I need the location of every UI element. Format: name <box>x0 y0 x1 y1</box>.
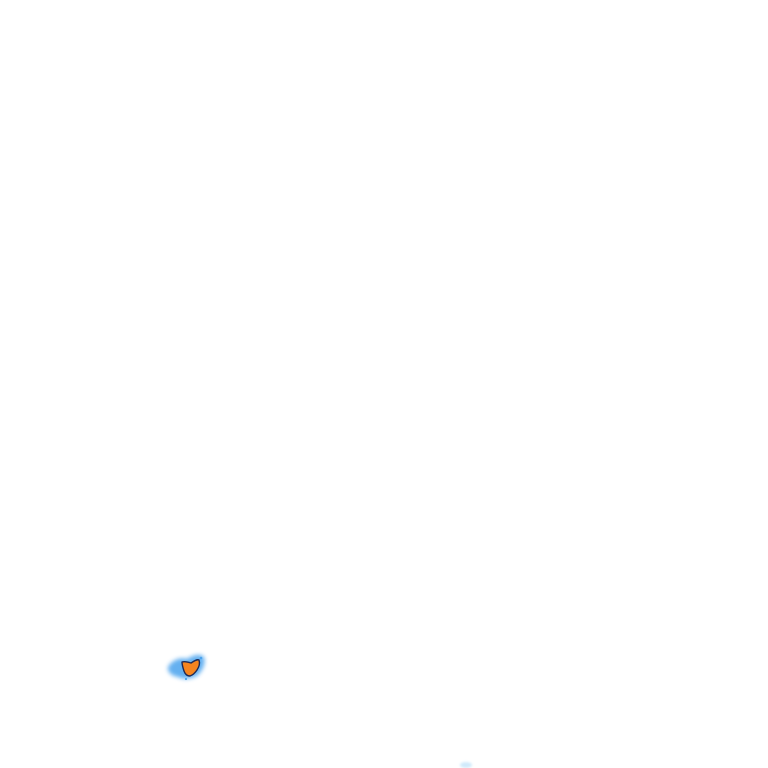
tasmania-islet <box>199 656 203 660</box>
tasmania-islet <box>184 677 188 681</box>
southern-shoal <box>460 762 472 768</box>
tasmania-island[interactable] <box>181 659 201 677</box>
tasmania-island-group[interactable] <box>167 654 205 681</box>
